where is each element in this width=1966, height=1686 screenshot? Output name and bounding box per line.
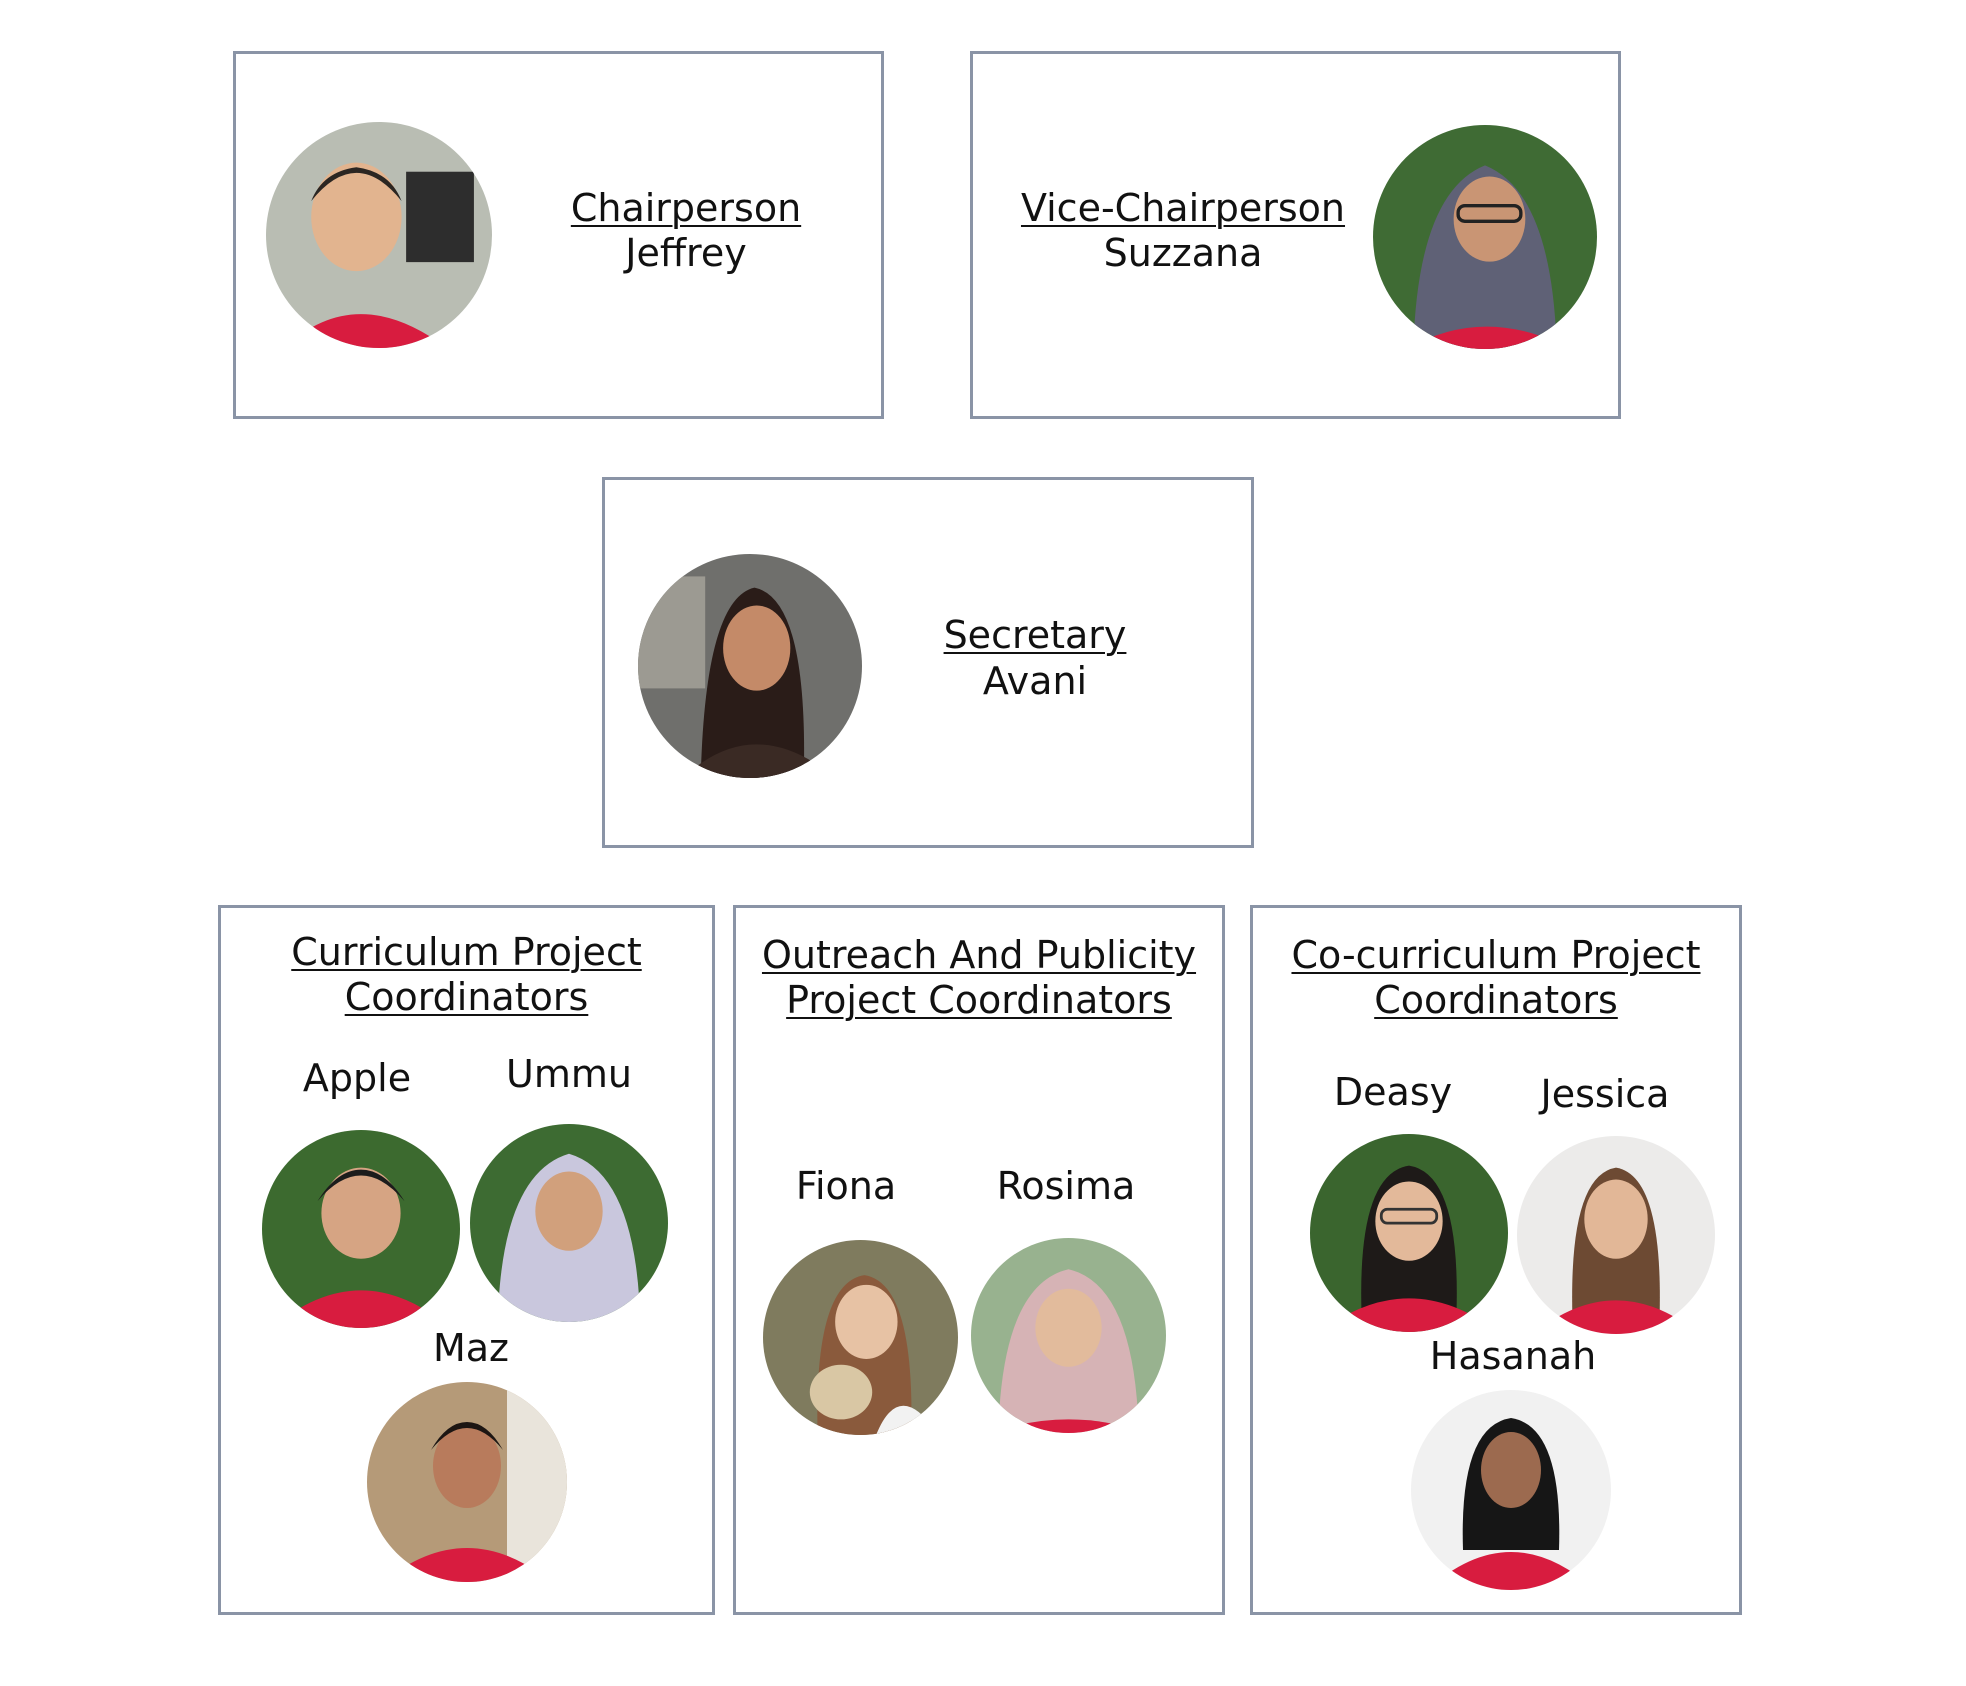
- member-photo-fiona: [763, 1240, 958, 1435]
- vice-chairperson-box: Vice-Chairperson Suzzana: [970, 51, 1621, 419]
- member-name-maz: Maz: [432, 1326, 510, 1370]
- vice-chairperson-role: Vice-Chairperson: [1020, 186, 1346, 230]
- curriculum-title-line2: Coordinators: [344, 975, 589, 1019]
- secretary-photo: [638, 554, 862, 778]
- outreach-title-line2: Project Coordinators: [786, 978, 1172, 1022]
- vice-chairperson-photo: [1373, 125, 1597, 349]
- chairperson-role: Chairperson: [570, 186, 802, 230]
- member-name-hasanah: Hasanah: [1429, 1334, 1597, 1378]
- member-photo-ummu: [470, 1124, 668, 1322]
- chairperson-photo: [266, 122, 492, 348]
- member-name-rosima: Rosima: [996, 1164, 1136, 1208]
- vice-chairperson-name: Suzzana: [1103, 231, 1263, 275]
- outreach-title-line1: Outreach And Publicity: [761, 933, 1197, 977]
- member-photo-rosima: [971, 1238, 1166, 1433]
- member-name-fiona: Fiona: [795, 1164, 897, 1208]
- curriculum-coordinators-box: Curriculum Project Coordinators Apple Um…: [218, 905, 715, 1615]
- secretary-role: Secretary: [943, 613, 1127, 657]
- secretary-name: Avani: [982, 659, 1088, 703]
- member-photo-hasanah: [1411, 1390, 1611, 1590]
- member-name-apple: Apple: [302, 1056, 412, 1100]
- cocurriculum-coordinators-box: Co-curriculum Project Coordinators Deasy…: [1250, 905, 1742, 1615]
- cocurriculum-title-line2: Coordinators: [1374, 978, 1618, 1022]
- chairperson-box: Chairperson Jeffrey: [233, 51, 884, 419]
- member-photo-maz: [367, 1382, 567, 1582]
- outreach-coordinators-box: Outreach And Publicity Project Coordinat…: [733, 905, 1225, 1615]
- secretary-box: Secretary Avani: [602, 477, 1254, 848]
- member-photo-deasy: [1310, 1134, 1508, 1332]
- member-name-jessica: Jessica: [1540, 1072, 1670, 1116]
- member-photo-apple: [262, 1130, 460, 1328]
- member-name-ummu: Ummu: [506, 1052, 632, 1096]
- member-photo-jessica: [1517, 1136, 1715, 1334]
- curriculum-title-line1: Curriculum Project: [291, 930, 642, 974]
- member-name-deasy: Deasy: [1333, 1070, 1453, 1114]
- chairperson-name: Jeffrey: [625, 231, 747, 275]
- cocurriculum-title-line1: Co-curriculum Project: [1291, 933, 1701, 977]
